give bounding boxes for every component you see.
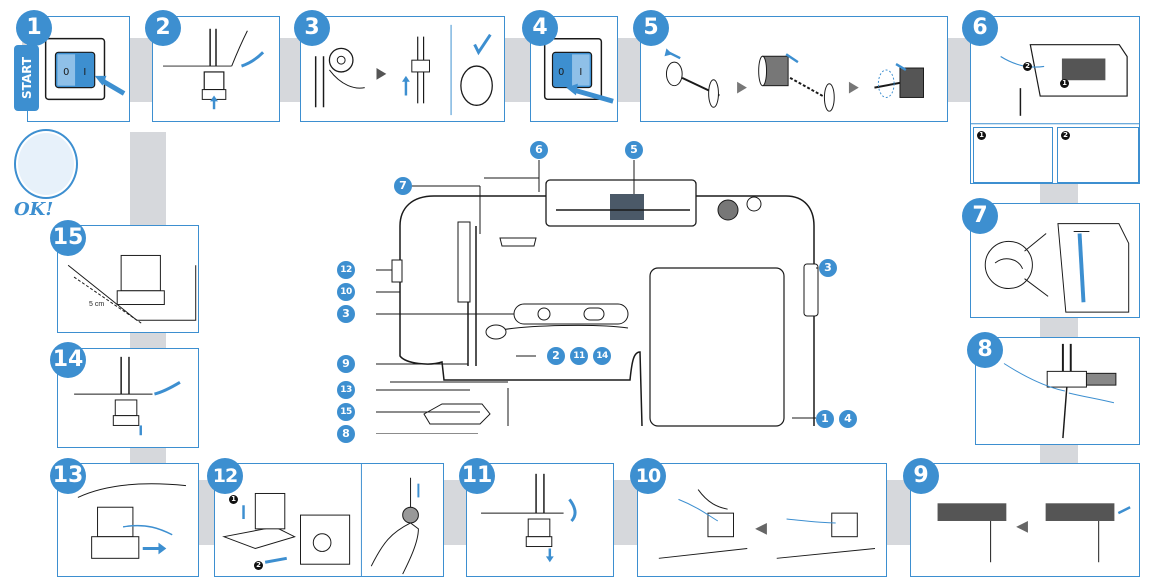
needle-bar-guide-illustration [1003, 343, 1117, 439]
callout-12: 12 [337, 261, 355, 279]
upper-threading-illustration [971, 44, 1139, 125]
step-7-panel [970, 203, 1140, 318]
switch-off-glyph-step4: 0 [558, 67, 564, 78]
callout-4: 4 [839, 410, 857, 428]
step-9-panel [910, 463, 1140, 577]
step-6-badge: 6 [962, 10, 998, 46]
callout-10: 10 [337, 283, 355, 301]
callout-14: 14 [593, 347, 611, 365]
step-6-panel [970, 16, 1140, 184]
step-5-panel [640, 16, 948, 122]
callout-3-right: 3 [819, 259, 837, 277]
power-switch-off-illustration: 0 I [543, 37, 614, 104]
step-15-caption: 5 cm [89, 301, 105, 308]
callout-15: 15 [337, 403, 355, 421]
sewing-machine-diagram [376, 160, 819, 434]
pull-bobbin-thread-illustration [658, 489, 876, 559]
thread-spool-icon [16, 131, 76, 197]
callout-3-left: 3 [337, 305, 355, 323]
step-1-badge: 1 [16, 10, 52, 46]
step-10-badge: 10 [630, 458, 666, 494]
step-4-badge: 4 [522, 10, 558, 46]
step-13-panel [57, 463, 199, 577]
step-15-badge: 15 [50, 220, 86, 256]
step-15-panel: 5 cm [57, 225, 199, 333]
switch-on-glyph-step4: I [579, 67, 582, 78]
step-11-badge: 11 [459, 458, 495, 494]
callout-6: 6 [530, 141, 548, 159]
needle-position-illustration [314, 24, 493, 116]
step-10-panel [637, 463, 887, 577]
step-6-marker-1: 1 [977, 131, 986, 140]
step-12-panel [214, 463, 444, 577]
step-7-badge: 7 [962, 198, 998, 234]
power-switch-illustration: 0 I [44, 37, 126, 101]
step-9-badge: 9 [903, 458, 939, 494]
raise-presser-foot-illustration [74, 356, 181, 436]
step-1-panel: 0 I [27, 16, 130, 122]
callout-1: 1 [816, 410, 834, 428]
pull-fabric-illustration [67, 254, 197, 325]
ok-label: OK! [14, 199, 54, 220]
presser-lever-illustration [163, 28, 265, 110]
start-tag: START [14, 45, 39, 111]
step-14-badge: 14 [50, 342, 86, 378]
step-13-badge: 13 [50, 458, 86, 494]
step-6-marker-2: 2 [1061, 131, 1070, 140]
step-2-panel [152, 16, 280, 122]
lower-presser-foot-illustration [481, 473, 577, 563]
spool-placement-illustration [664, 48, 924, 112]
step-3-badge: 3 [294, 10, 330, 46]
needle-up-illustration [937, 503, 1131, 563]
step-12-marker-2: 2 [254, 561, 263, 570]
step-4-panel: 0 I [530, 16, 618, 122]
callout-8: 8 [337, 425, 355, 443]
step-11-panel [466, 463, 614, 577]
step-8-badge: 8 [967, 332, 1003, 368]
callout-13: 13 [337, 381, 355, 399]
callout-2: 2 [547, 347, 565, 365]
start-label: START [19, 56, 34, 100]
step-12-marker-1: 1 [229, 495, 238, 504]
needle-threader-illustration [222, 464, 420, 576]
thread-guide-illustration [984, 223, 1130, 313]
step-2-badge: 2 [145, 10, 181, 46]
step-6-marker-2-top: 2 [1023, 62, 1032, 71]
callout-9: 9 [337, 355, 355, 373]
step-6-marker-1-top: 1 [1060, 79, 1069, 88]
switch-on-glyph: I [83, 67, 86, 78]
step-3-panel [300, 16, 505, 122]
switch-off-glyph: 0 [63, 67, 69, 78]
step-6-detail-1 [973, 127, 1053, 183]
step-6-detail-2 [1057, 127, 1139, 183]
step-12-badge: 12 [207, 458, 243, 494]
callout-11: 11 [570, 347, 588, 365]
step-8-panel [975, 337, 1140, 445]
callout-7: 7 [394, 177, 412, 195]
thread-under-foot-illustration [77, 483, 187, 559]
step-5-badge: 5 [633, 10, 669, 46]
callout-5: 5 [625, 141, 643, 159]
